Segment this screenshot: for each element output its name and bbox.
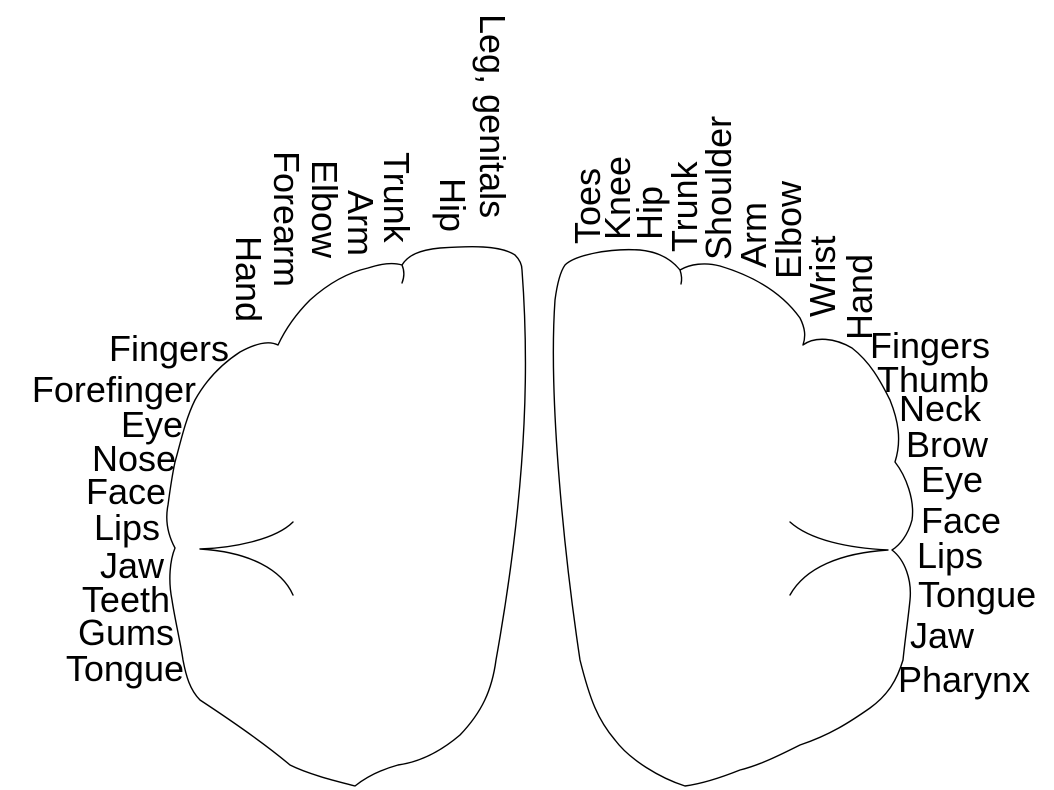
right-top-label-wrist: Wrist [802,236,843,317]
left-sylvian-fissure [200,522,293,595]
left-top-label-leg-genitals: Leg, genitals [472,14,513,218]
left-top-label-trunk: Trunk [376,152,417,244]
left-top-label-hip: Hip [432,178,473,232]
right-side-label-neck: Neck [899,388,982,429]
left-top-label-elbow: Elbow [304,160,345,259]
right-side-label-tongue: Tongue [918,574,1036,615]
left-side-label-gums: Gums [78,612,174,653]
right-sylvian-fissure [790,522,888,595]
left-side-label-tongue: Tongue [66,648,184,689]
left-top-label-arm: Arm [340,190,381,256]
left-side-label-face: Face [86,471,166,512]
right-side-label-pharynx: Pharynx [898,659,1030,700]
right-side-label-lips: Lips [917,535,983,576]
left-central-notch [402,265,404,283]
left-top-label-forearm: Forearm [266,151,307,287]
right-side-label-jaw: Jaw [910,615,975,656]
left-side-label-lips: Lips [94,507,160,548]
left-top-label-hand: Hand [228,236,269,322]
right-side-label-eye: Eye [921,459,983,500]
left-side-label-fingers: Fingers [109,328,229,369]
right-central-notch [680,270,682,284]
